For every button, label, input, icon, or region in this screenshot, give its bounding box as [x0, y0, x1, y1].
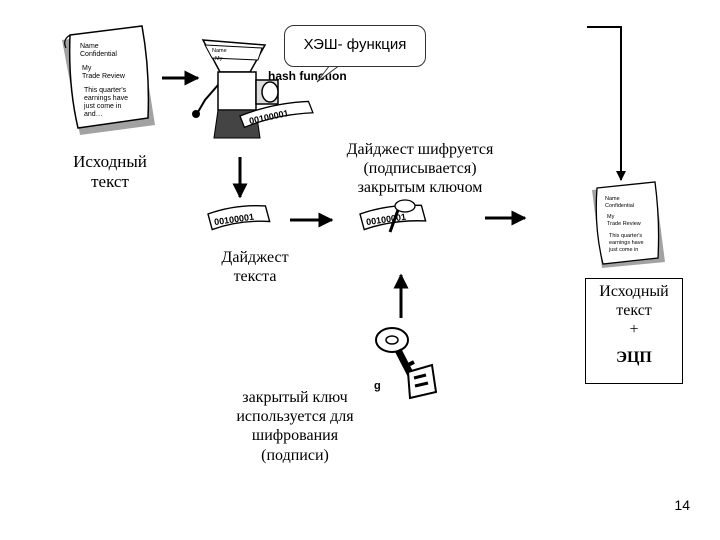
arrow-source-to-result — [587, 26, 626, 181]
doc-line: earnings have — [609, 240, 644, 246]
label-line: используется для — [236, 408, 354, 426]
doc-line: Name — [80, 43, 99, 50]
doc-line: Confidential — [80, 51, 117, 58]
doc-line: My — [215, 56, 223, 62]
doc-line: My — [607, 214, 615, 220]
doc-line: Name — [605, 196, 620, 202]
doc-line: Confidential — [605, 203, 634, 209]
ecp-label: ЭЦП — [616, 348, 652, 366]
label-line: Дайджест — [221, 249, 289, 266]
private-key-label: закрытый ключ используется для шифровани… — [215, 388, 375, 465]
digest-icon: 00100001 — [207, 204, 271, 231]
doc-line: just come in — [608, 247, 638, 253]
label-line: закрытым ключом — [357, 179, 483, 197]
source-document-icon: Name Confidential My Trade Review This q… — [62, 25, 155, 135]
result-box: Исходный текст + ЭЦП — [585, 278, 683, 384]
label-line: (подписи) — [261, 446, 329, 464]
encrypted-digest-icon: 00100001 — [359, 199, 427, 233]
doc-line: This quarter's — [84, 87, 127, 94]
result-label: Исходный текст + ЭЦП — [586, 282, 682, 367]
result-document-icon: Name Confidential My Trade Review This q… — [592, 181, 665, 268]
label-line: шифрования — [251, 427, 339, 445]
doc-line: This quarter's — [609, 233, 642, 239]
private-key-icon — [375, 327, 438, 400]
doc-line: earnings have — [84, 95, 128, 102]
doc-line: and… — [84, 111, 103, 118]
text-digest-label: Дайджест текста — [200, 248, 310, 286]
hash-machine-icon: Name My 00100001 — [192, 39, 314, 139]
doc-line: Name — [212, 48, 227, 54]
hash-function-label: hash function — [268, 69, 347, 83]
page-number: 14 — [674, 497, 690, 513]
label-line: Дайджест шифруется — [346, 141, 494, 158]
label-line: Исходный — [73, 152, 147, 171]
key-tag-text: g — [374, 380, 381, 392]
hash-function-callout-label: ХЭШ- функция — [303, 36, 407, 53]
digest-encrypted-label: Дайджест шифруется (подписывается) закры… — [330, 140, 510, 198]
source-text-label: Исходный текст — [55, 152, 165, 193]
label-line: Исходный — [599, 283, 669, 300]
label-line: (подписывается) — [363, 160, 477, 178]
doc-line: My — [82, 65, 92, 72]
label-line: закрытый ключ — [242, 389, 348, 406]
label-line: текста — [233, 268, 277, 286]
doc-line: Trade Review — [82, 73, 126, 80]
label-line: текст — [91, 172, 129, 192]
doc-line: Trade Review — [607, 221, 641, 227]
hash-function-callout: ХЭШ- функция — [284, 25, 426, 67]
doc-line: just come in — [83, 103, 121, 110]
label-line: текст — [616, 302, 652, 320]
label-line: + — [629, 321, 639, 339]
